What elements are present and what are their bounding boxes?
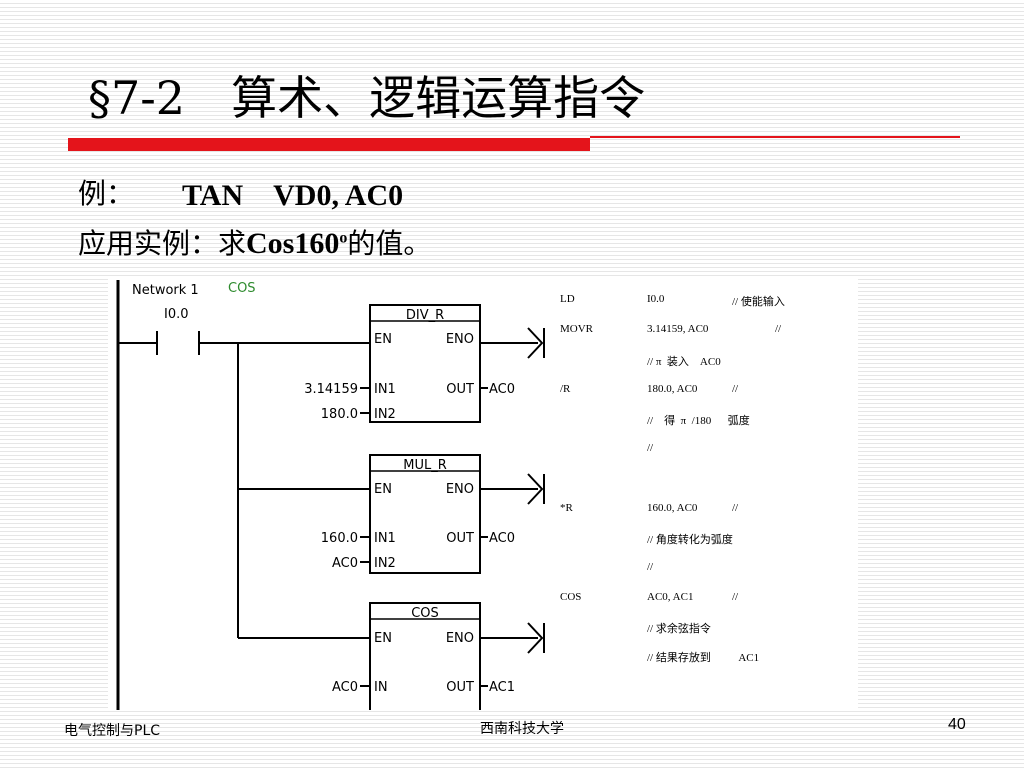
stl-comment: // <box>775 323 782 335</box>
cos-eno-arrow <box>527 622 544 654</box>
ladder-diagram: Network 1 COS I0.0 DIV_R EN ENO IN1 IN2 … <box>116 280 545 710</box>
stl-operand: I0.0 <box>647 293 665 305</box>
stl-comment: // <box>732 502 739 514</box>
cos-box <box>369 602 481 710</box>
title-underline-thick <box>68 138 590 151</box>
ladder-stl-panel: Network 1 COS I0.0 DIV_R EN ENO IN1 IN2 … <box>108 276 858 710</box>
cos-in-label: IN <box>374 680 388 695</box>
cos-out-value: AC1 <box>489 680 515 695</box>
stl-operand: // 角度转化为弧度 <box>647 534 733 546</box>
div-r-out-label: OUT <box>446 382 474 397</box>
mul-r-out-label: OUT <box>446 531 474 546</box>
stl-op: /R <box>560 383 571 395</box>
stl-comment: // 使能输入 <box>732 296 785 308</box>
network-label: Network 1 <box>132 283 199 298</box>
stl-op: MOVR <box>560 323 594 335</box>
application-prefix: 应用实例：求 <box>78 227 247 260</box>
stl-operand: // 求余弦指令 <box>647 623 711 635</box>
stl-operand: // 得 π /180 弧度 <box>647 415 750 427</box>
stl-operand: 160.0, AC0 <box>647 502 698 514</box>
div-r-in1-value: 3.14159 <box>304 382 358 397</box>
mul-r-in1-value: 160.0 <box>321 531 358 546</box>
application-suffix: 的值。 <box>347 227 432 260</box>
div-r-in1-label: IN1 <box>374 382 396 397</box>
mul-r-eno-arrow <box>527 473 544 505</box>
example-label: 例： <box>78 177 135 210</box>
stl-op: COS <box>560 591 582 603</box>
degree-superscript: o <box>339 229 348 247</box>
cos-out-label: OUT <box>446 680 474 695</box>
footer-university: 西南科技大学 <box>480 721 564 737</box>
mul-r-en: EN <box>374 482 392 497</box>
mul-r-box <box>369 454 481 574</box>
stl-comment: // <box>732 591 739 603</box>
div-r-title: DIV_R <box>406 308 444 323</box>
application-line: 应用实例：求Cos160o的值。 <box>78 222 431 262</box>
div-r-eno: ENO <box>446 332 474 347</box>
stl-comment: // <box>732 383 739 395</box>
slide-title: §7-2 算术、逻辑运算指令 <box>88 71 646 125</box>
stl-operand: // <box>647 561 654 573</box>
cos-in-value: AC0 <box>332 680 358 695</box>
stl-operand: AC0, AC1 <box>647 591 694 603</box>
stl-operand: 3.14159, AC0 <box>647 323 709 335</box>
cos-eno: ENO <box>446 631 474 646</box>
application-expr: Cos160 <box>246 227 340 260</box>
div-r-out-value: AC0 <box>489 382 515 397</box>
mul-r-in1-label: IN1 <box>374 531 396 546</box>
mul-r-in2-value: AC0 <box>332 556 358 571</box>
stl-operand: // π 装入 AC0 <box>647 356 721 368</box>
mul-r-title: MUL_R <box>403 458 447 473</box>
example-code: TAN VD0, AC0 <box>182 179 404 212</box>
stl-op: *R <box>560 502 573 514</box>
div-r-in2-value: 180.0 <box>321 407 358 422</box>
div-r-eno-arrow <box>527 327 544 359</box>
cos-en: EN <box>374 631 392 646</box>
div-r-in2-label: IN2 <box>374 407 396 422</box>
div-r-box <box>369 304 481 423</box>
stl-op: LD <box>560 293 575 305</box>
stl-operand: // 结果存放到 AC1 <box>647 652 760 664</box>
div-r-en: EN <box>374 332 392 347</box>
mul-r-eno: ENO <box>446 482 474 497</box>
footer-course: 电气控制与PLC <box>64 723 161 739</box>
stl-operand: 180.0, AC0 <box>647 383 698 395</box>
mul-r-in2-label: IN2 <box>374 556 396 571</box>
cos-title: COS <box>411 606 439 621</box>
contact-label: I0.0 <box>164 307 189 322</box>
mul-r-out-value: AC0 <box>489 531 515 546</box>
page-number: 40 <box>948 716 966 733</box>
network-comment: COS <box>228 281 256 296</box>
title-underline-thin <box>590 136 960 138</box>
stl-operand: // <box>647 442 654 454</box>
